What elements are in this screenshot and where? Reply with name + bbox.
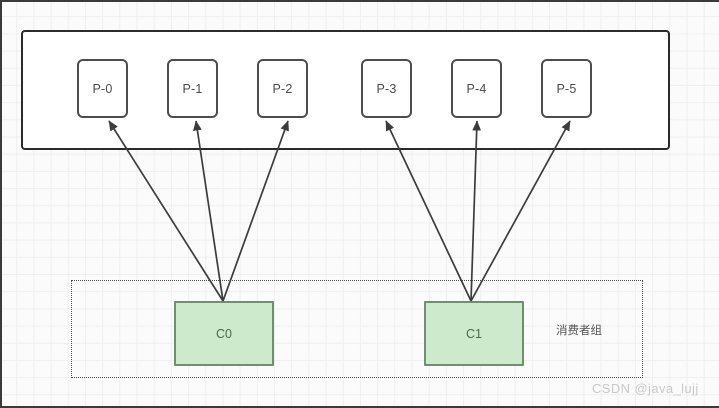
partition-label: P-0 [92,81,113,96]
partition-box-p2[interactable]: P-2 [257,59,308,118]
consumer-box-c1[interactable]: C1 [424,301,524,366]
partition-label: P-4 [466,81,487,96]
consumer-group-container [71,280,643,378]
consumer-label: C1 [466,326,482,341]
consumer-label: C0 [216,326,232,341]
partition-box-p5[interactable]: P-5 [541,59,592,118]
partition-label: P-3 [376,81,397,96]
canvas-bottom-edge [0,406,719,408]
partition-label: P-2 [272,81,293,96]
partition-box-p3[interactable]: P-3 [361,59,412,118]
partition-label: P-5 [556,81,577,96]
canvas-left-edge [0,0,2,408]
canvas-top-edge [0,0,719,2]
consumer-group-label: 消费者组 [556,325,602,337]
partition-box-p0[interactable]: P-0 [77,59,128,118]
consumer-box-c0[interactable]: C0 [174,301,274,366]
partition-box-p1[interactable]: P-1 [167,59,218,118]
partition-label: P-1 [182,81,203,96]
partition-box-p4[interactable]: P-4 [451,59,502,118]
watermark-text: CSDN @java_lujj [592,381,699,396]
